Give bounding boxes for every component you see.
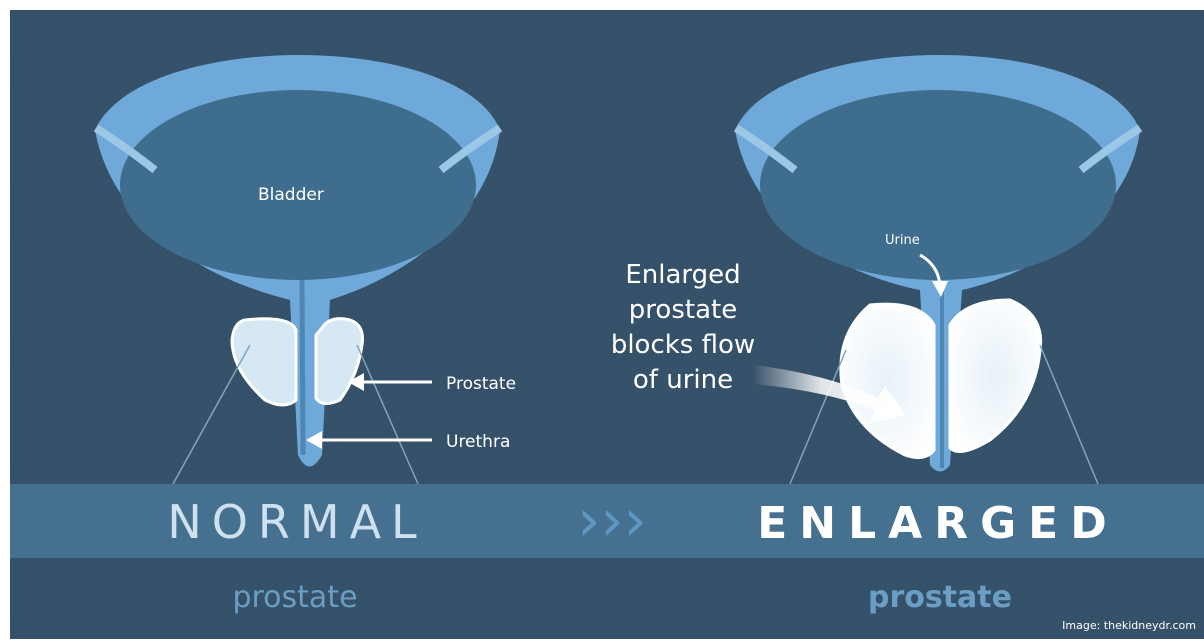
enlarged-note-line-2: prostate [629, 295, 737, 325]
urine-label: Urine [885, 233, 920, 248]
enlarged-sublabel: prostate [868, 580, 1012, 615]
bladder-label: Bladder [258, 185, 324, 205]
enlarged-bladder-cavity [760, 90, 1116, 280]
enlarged-note-line-4: of urine [633, 365, 733, 395]
banner-normal-text: NORMAL [167, 495, 426, 549]
image-credit: Image: thekidneydr.com [1062, 619, 1196, 632]
banner-chevrons: ››› [577, 486, 647, 554]
enlarged-note-line-1: Enlarged [625, 260, 740, 290]
urethra-label: Urethra [446, 432, 510, 452]
enlarged-note-line-3: blocks flow [611, 330, 755, 360]
normal-urethra [302, 280, 303, 455]
prostate-label: Prostate [446, 374, 516, 394]
banner-enlarged-text: ENLARGED [757, 498, 1119, 549]
normal-sublabel: prostate [232, 580, 357, 615]
